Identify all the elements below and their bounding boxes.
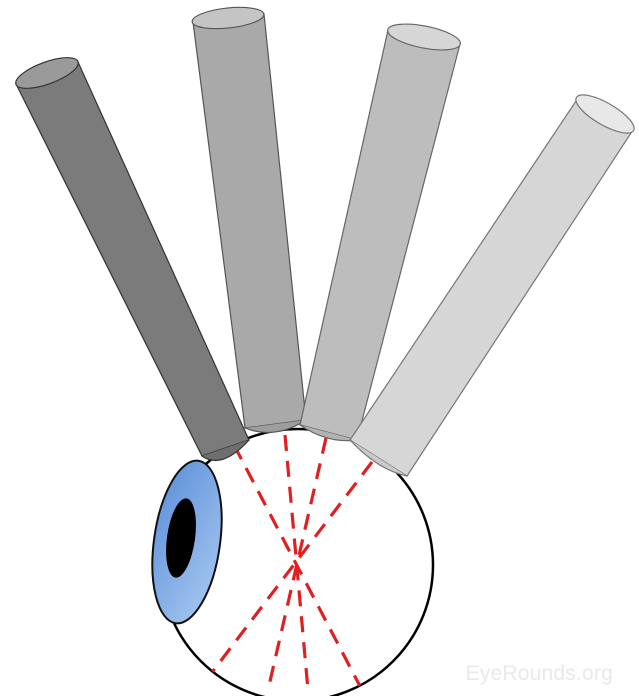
watermark-text: EyeRounds.org <box>466 662 613 686</box>
